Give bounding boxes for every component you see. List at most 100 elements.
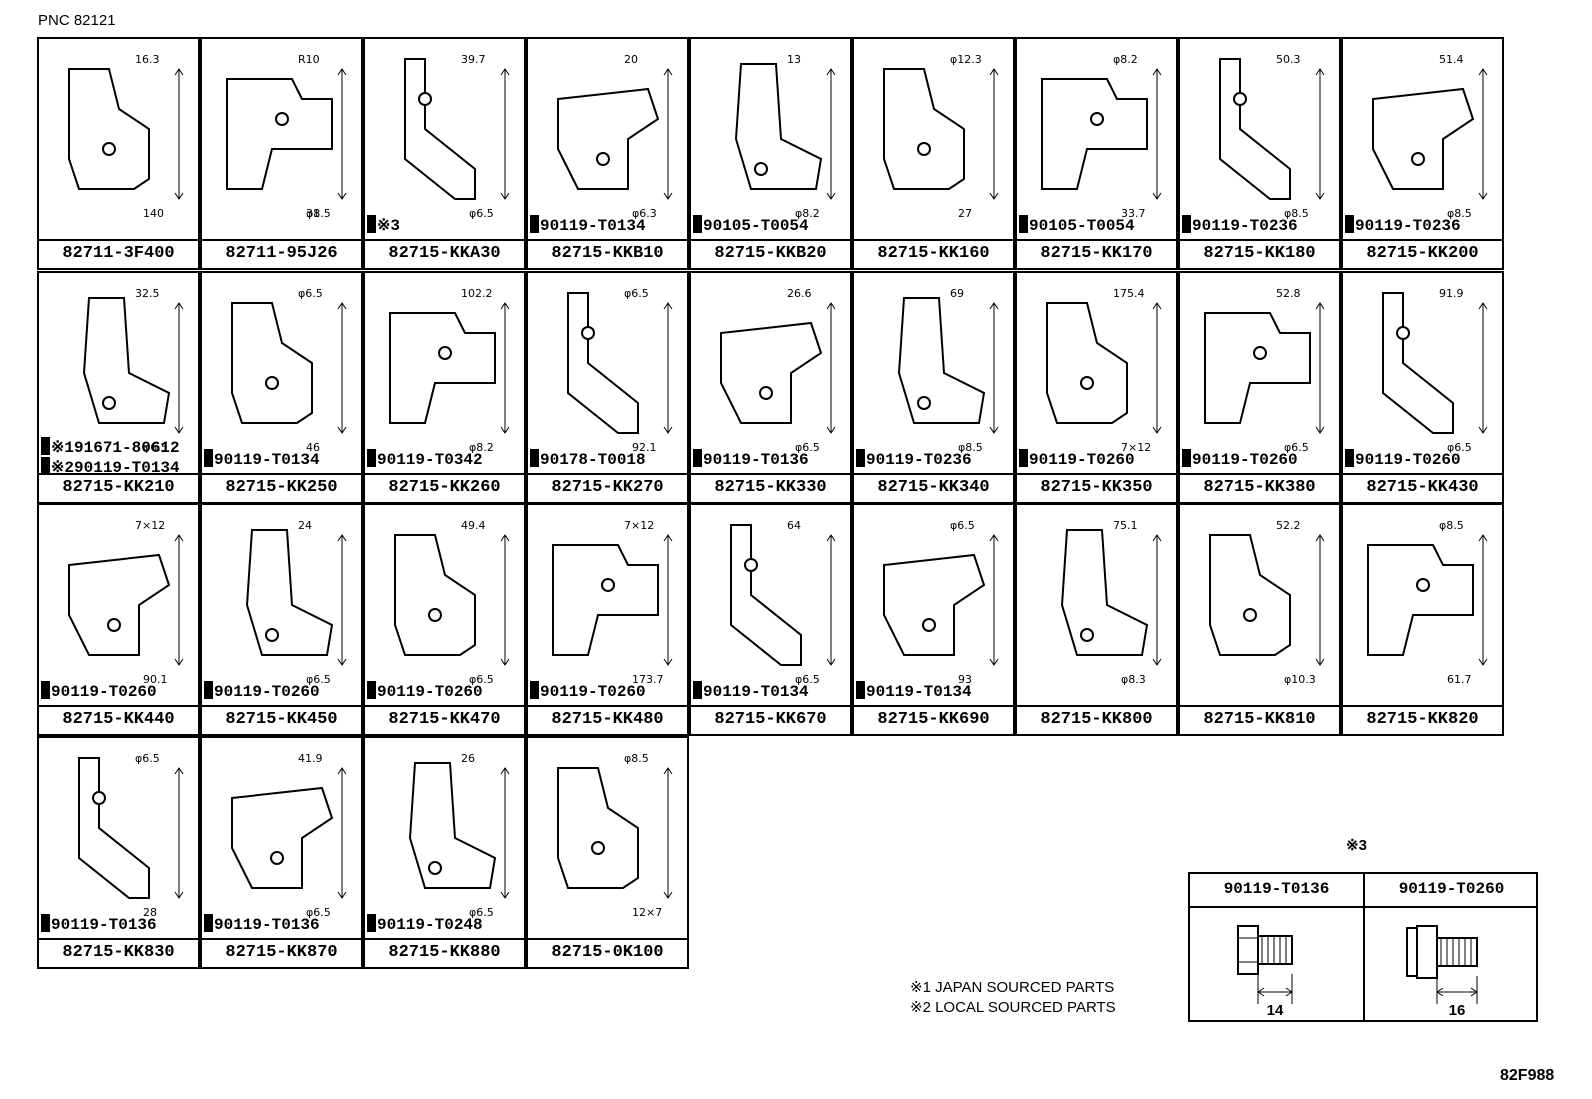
part-number: 82715-KK210 xyxy=(39,473,198,502)
bolt-part-number: 90119-T0236 xyxy=(1355,217,1461,235)
mounting-hole xyxy=(265,628,279,642)
mounting-hole xyxy=(270,851,284,865)
note-local: ※2 LOCAL SOURCED PARTS xyxy=(910,999,1116,1016)
dimension-label: φ6.3 xyxy=(632,207,657,220)
bolt-icon xyxy=(367,914,376,932)
bolt-part-number: ※191671-80612 xyxy=(51,439,180,457)
mounting-hole xyxy=(107,618,121,632)
part-number: 82711-95J26 xyxy=(202,239,361,268)
dimension-label: 69 xyxy=(950,287,964,300)
bracket-drawing: 175.47×12 xyxy=(1046,287,1162,454)
bolt-part-number: 90119-T0260 xyxy=(214,683,320,701)
dimension-label: φ8.2 xyxy=(1113,53,1138,66)
bracket-outline xyxy=(1382,292,1454,434)
dimension-label: 31 xyxy=(306,207,320,220)
bolt-callout: 90119-T0136 xyxy=(204,914,320,934)
mounting-hole xyxy=(1411,152,1425,166)
bolt-callout: 90119-T0134 xyxy=(204,449,320,469)
bolt-part-number: 90119-T0134 xyxy=(214,451,320,469)
bracket-outline xyxy=(883,68,965,190)
dimension-label: 93 xyxy=(958,673,972,686)
dimension-line xyxy=(663,68,673,200)
bracket-drawing: 39.7φ6.5 xyxy=(404,53,510,220)
dimension-label: 75.1 xyxy=(1113,519,1138,532)
mounting-hole xyxy=(917,142,931,156)
bolt-icon xyxy=(1345,449,1354,467)
part-number: 82715-KKA30 xyxy=(365,239,524,268)
bracket-outline xyxy=(1219,58,1291,200)
part-number: 82715-KK350 xyxy=(1017,473,1176,502)
dimension-label: φ8.5 xyxy=(958,441,983,454)
mounting-hole xyxy=(1416,578,1430,592)
dimension-label: φ10.3 xyxy=(1284,673,1316,686)
part-number: 82715-KK200 xyxy=(1343,239,1502,268)
bracket-outline xyxy=(389,312,496,424)
dimension-label: 52.2 xyxy=(1276,519,1301,532)
dimension-label: φ6.5 xyxy=(469,906,494,919)
dimension-label: 7×12 xyxy=(135,519,165,532)
part-number: 82715-0K100 xyxy=(528,938,687,967)
bolt-icon xyxy=(367,681,376,699)
dimension-label: 20 xyxy=(624,53,638,66)
dimension-label: 52.8 xyxy=(1276,287,1301,300)
bracket-outline xyxy=(1046,302,1128,424)
source-notes: ※1 JAPAN SOURCED PARTS ※2 LOCAL SOURCED … xyxy=(910,978,1116,1018)
dimension-label: 92.1 xyxy=(632,441,657,454)
dimension-label: φ12.3 xyxy=(950,53,982,66)
bolt-icon xyxy=(41,914,50,932)
bracket-outline xyxy=(226,78,333,190)
dimension-label: 46 xyxy=(306,441,320,454)
dimension-label: φ6.5 xyxy=(795,441,820,454)
dimension-label: φ6.5 xyxy=(298,287,323,300)
dimension-line xyxy=(826,534,836,666)
mounting-hole xyxy=(596,152,610,166)
bolt-icon xyxy=(1019,215,1028,233)
bracket-drawing: 50.3φ8.5 xyxy=(1219,53,1325,220)
bolt-callout: 90119-T0134 xyxy=(693,681,809,701)
bracket-outline xyxy=(720,321,823,424)
dimension-line xyxy=(1152,534,1162,666)
mounting-hole xyxy=(275,112,289,126)
mounting-hole xyxy=(917,396,931,410)
bolt-part-number: 90105-T0054 xyxy=(1029,217,1135,235)
bolt-callout: ※290119-T0134 xyxy=(41,457,180,477)
bracket-outline xyxy=(231,786,334,889)
note-japan: ※1 JAPAN SOURCED PARTS xyxy=(910,979,1115,996)
dimension-line xyxy=(337,534,347,666)
dimension-line xyxy=(500,534,510,666)
dimension-line xyxy=(989,68,999,200)
dimension-label: φ6.5 xyxy=(469,673,494,686)
dimension-line xyxy=(337,68,347,200)
bracket-drawing: φ6.528 xyxy=(78,752,184,919)
dimension-label: 39.7 xyxy=(461,53,486,66)
dimension-label: 28 xyxy=(143,906,157,919)
bracket-drawing: φ8.512×7 xyxy=(557,752,673,919)
bolt-callout: 90119-T0260 xyxy=(530,681,646,701)
dimension-line xyxy=(500,767,510,899)
dimension-label: 27 xyxy=(958,207,972,220)
bolt-part-number: 90119-T0136 xyxy=(214,916,320,934)
bracket-outline xyxy=(78,757,150,899)
ref-bolt-1-length: 14 xyxy=(1267,1002,1284,1019)
mounting-hole xyxy=(1253,346,1267,360)
dimension-line xyxy=(1478,302,1488,434)
bolt-callout: 90119-T0260 xyxy=(1019,449,1135,469)
dimension-label: 61.7 xyxy=(1447,673,1472,686)
dimension-line xyxy=(174,767,184,899)
dimension-label: φ8.2 xyxy=(795,207,820,220)
part-number: 82715-KK870 xyxy=(202,938,361,967)
bolt-part-number: 90119-T0260 xyxy=(377,683,483,701)
mounting-hole xyxy=(428,608,442,622)
bracket-drawing: φ8.233.7 xyxy=(1041,53,1162,220)
mounting-hole xyxy=(438,346,452,360)
dimension-label: φ8.5 xyxy=(306,207,331,220)
